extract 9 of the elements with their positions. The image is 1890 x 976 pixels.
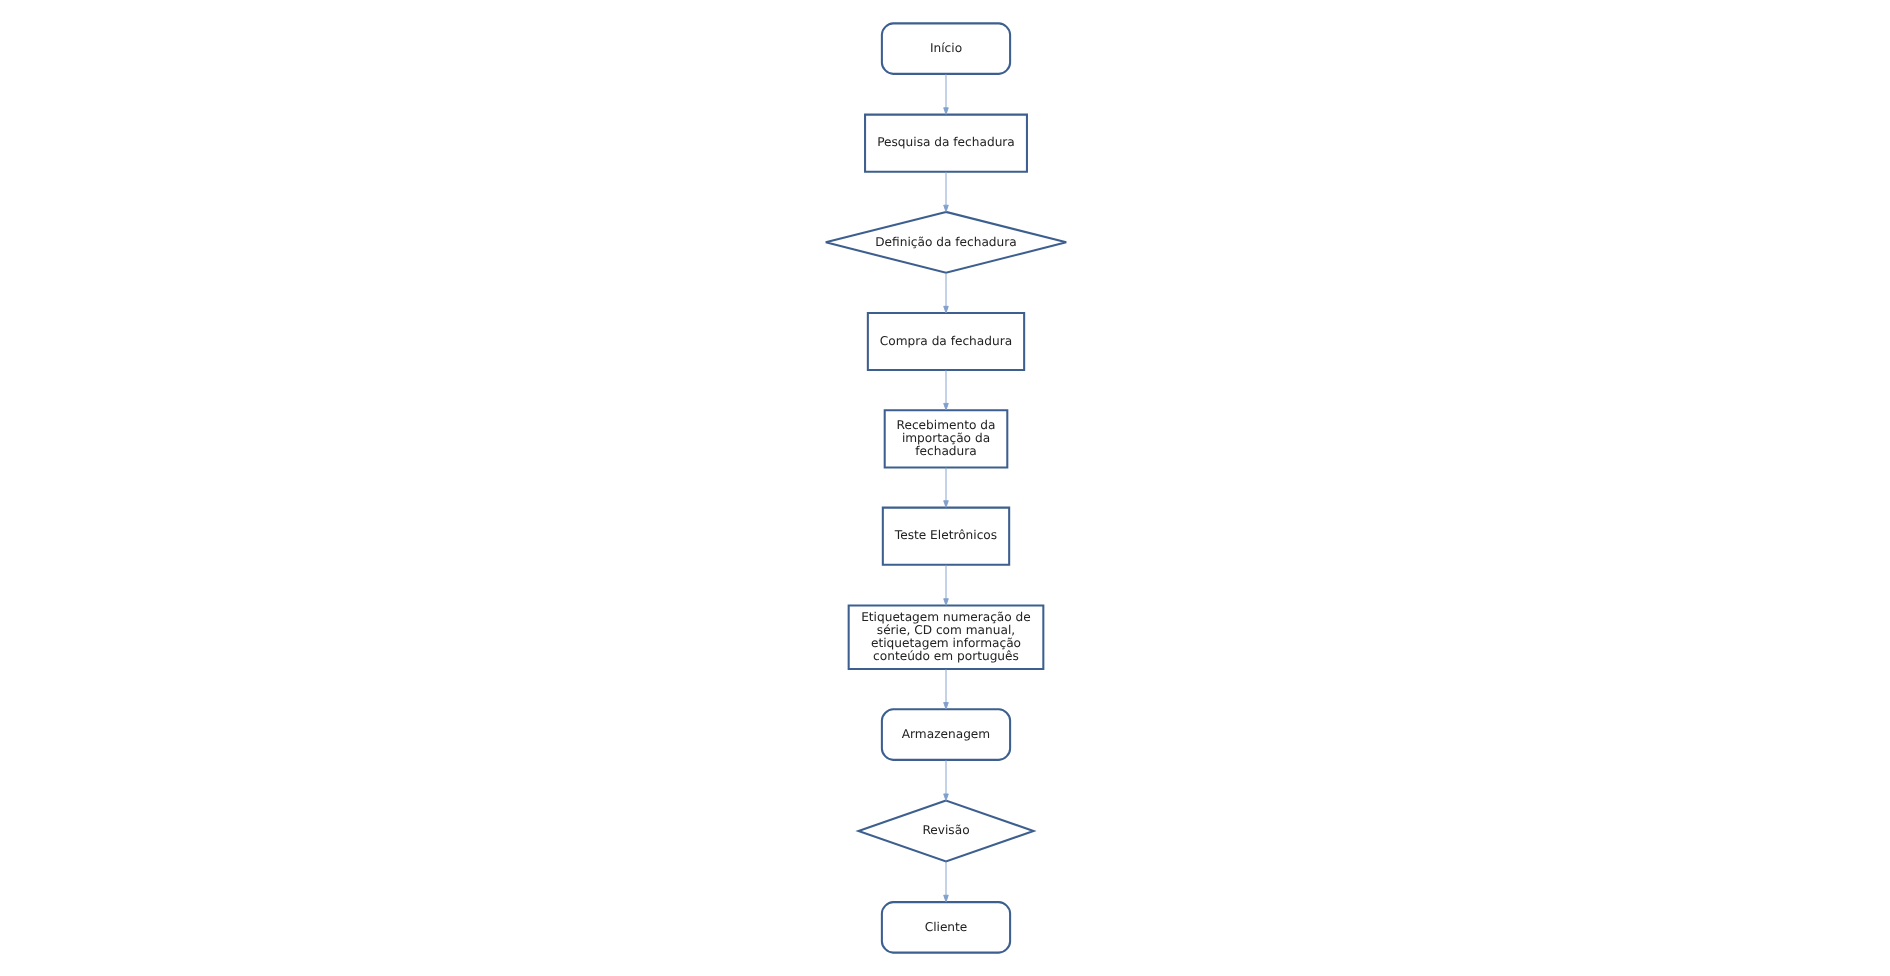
arrow	[942, 860, 948, 903]
arrow	[942, 564, 948, 606]
arrow	[942, 467, 948, 508]
arrow	[942, 369, 948, 411]
arrow	[942, 668, 948, 710]
arrow	[942, 171, 948, 213]
arrow	[942, 759, 948, 801]
arrow	[942, 272, 948, 314]
arrow	[942, 73, 948, 115]
